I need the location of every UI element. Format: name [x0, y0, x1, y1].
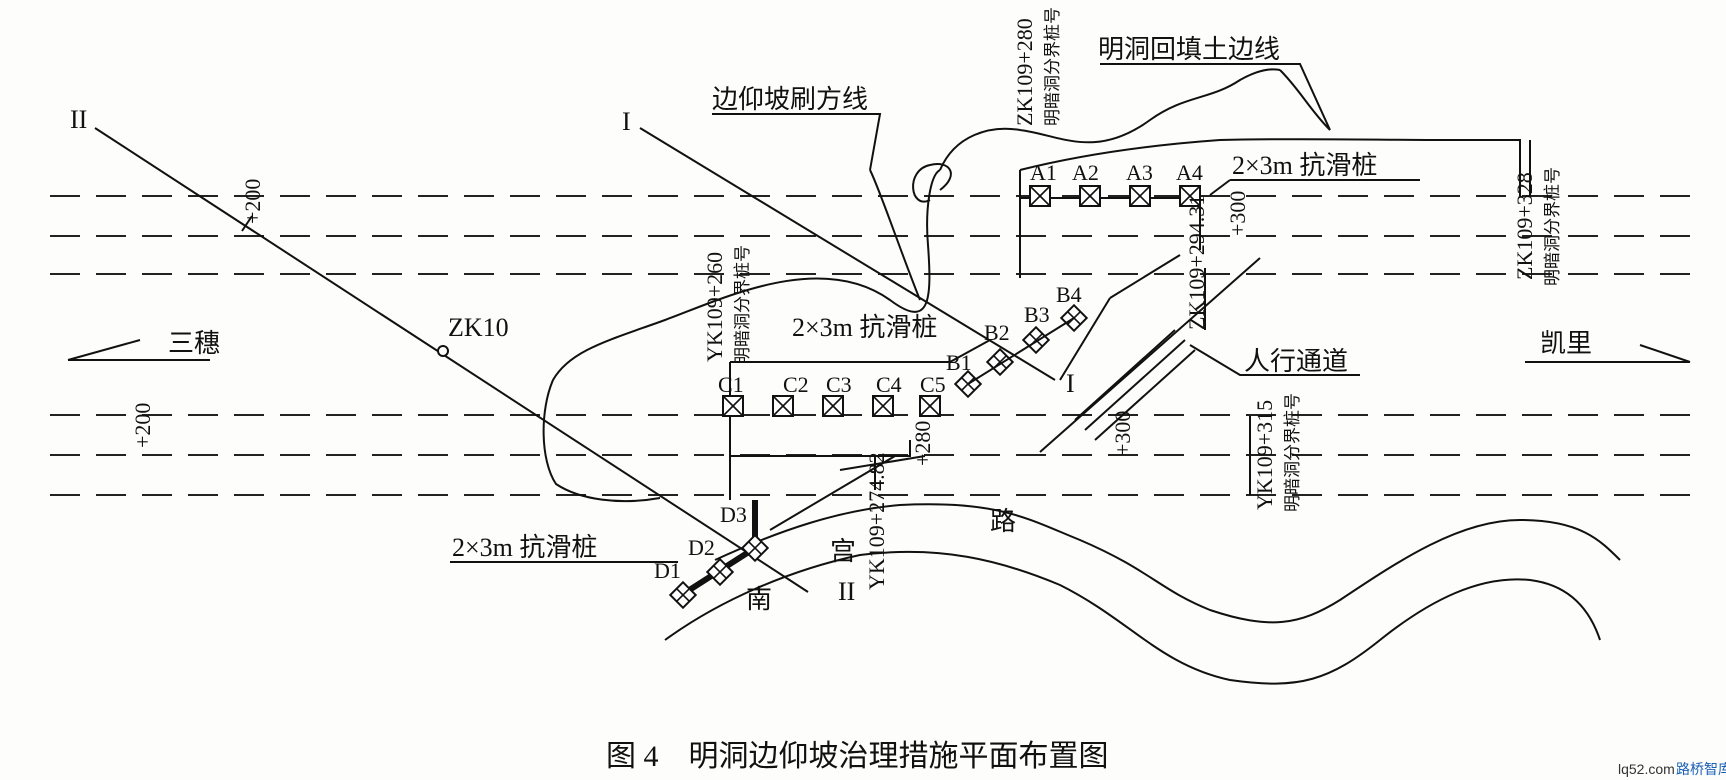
label-pile-c: 2×3m 抗滑桩	[792, 313, 937, 342]
label-b2: B2	[984, 320, 1010, 345]
road-edge-line	[769, 455, 926, 531]
label-pile-a: 2×3m 抗滑桩	[1232, 151, 1377, 180]
label-road-lu: 路	[990, 507, 1016, 536]
station-zk-280: ZK109+280	[1012, 18, 1037, 126]
station-plus200-a: +200	[240, 179, 265, 224]
pile-a4	[1179, 185, 1201, 207]
pile-c5	[919, 395, 941, 417]
label-c2: C2	[783, 372, 809, 397]
arrow-to-kaili	[1525, 344, 1691, 363]
label-road-gong: 宫	[830, 537, 856, 566]
label-d3: D3	[720, 502, 747, 527]
label-section-ii-end: II	[838, 577, 855, 606]
section-line-i	[639, 127, 1056, 381]
road-upper-edge	[714, 503, 1621, 624]
label-walkway: 人行通道	[1244, 347, 1348, 376]
label-kaili: 凯里	[1540, 329, 1592, 358]
leader-backfill	[1100, 63, 1331, 131]
station-plus300-b: +300	[1110, 411, 1135, 456]
pile-d2	[705, 557, 735, 587]
pile-a1	[1029, 185, 1051, 207]
station-plus200-b: +200	[130, 403, 155, 448]
slope-cut-outline	[542, 68, 1281, 503]
label-section-i-end: I	[1066, 369, 1075, 398]
pile-b3	[1021, 325, 1051, 355]
station-zk-280-sub: 明暗洞分界桩号	[1043, 7, 1062, 126]
label-sansui: 三穗	[168, 329, 220, 358]
watermark-site: lq52.com	[1618, 761, 1675, 777]
zk10-marker	[437, 345, 449, 357]
label-a2: A2	[1072, 160, 1099, 185]
label-d2: D2	[688, 535, 715, 560]
watermark-brand: 路桥智库	[1676, 761, 1726, 777]
pile-c4	[872, 395, 894, 417]
label-a4: A4	[1176, 160, 1203, 185]
slope-cut-line	[869, 169, 921, 301]
leader-slope	[712, 113, 882, 171]
pile-c2	[772, 395, 794, 417]
station-plus300-a: +300	[1225, 191, 1250, 236]
tunnel-axis-dashed-lines	[50, 195, 1700, 496]
station-plus280: +280	[910, 421, 935, 466]
pile-c3	[822, 395, 844, 417]
station-yk-274: YK109+274.82	[864, 452, 889, 590]
station-zk-328-sub: 明暗洞分界桩号	[1543, 167, 1562, 286]
section-line-ii	[94, 127, 809, 593]
figure-caption: 图 4 明洞边仰坡治理措施平面布置图	[606, 740, 1109, 773]
label-slope-line: 边仰坡刷方线	[712, 85, 868, 114]
station-yk-315: YK109+315	[1252, 400, 1277, 510]
label-a3: A3	[1126, 160, 1153, 185]
label-c3: C3	[826, 372, 852, 397]
station-yk-260: YK109+260	[702, 252, 727, 362]
b-row-axis	[967, 317, 1075, 385]
walkway-hatch	[1074, 329, 1176, 421]
label-c1: C1	[718, 372, 744, 397]
backfill-boundary	[1019, 69, 1521, 196]
label-section-i: I	[622, 107, 631, 136]
station-yk-315-sub: 明暗洞分界桩号	[1283, 393, 1302, 512]
station-tick	[241, 215, 253, 232]
pile-d1	[668, 580, 698, 610]
label-b3: B3	[1024, 302, 1050, 327]
station-zk-328: ZK109+328	[1512, 172, 1537, 280]
label-backfill-edge: 明洞回填土边线	[1098, 35, 1280, 64]
pile-a2	[1079, 185, 1101, 207]
pile-d3	[740, 533, 770, 563]
label-c5: C5	[920, 372, 946, 397]
walkway-leader	[1189, 344, 1360, 376]
slope-cut-loop	[912, 163, 952, 203]
label-zk10: ZK10	[448, 313, 509, 342]
station-zk-294: ZK109+294.31	[1184, 195, 1209, 330]
leader-pile-a	[1209, 179, 1420, 196]
label-pile-d: 2×3m 抗滑桩	[452, 533, 597, 562]
label-section-ii: II	[70, 105, 87, 134]
arrow-to-sansui	[67, 339, 210, 361]
label-d1: D1	[654, 558, 681, 583]
label-c4: C4	[876, 372, 902, 397]
station-yk-260-sub: 明暗洞分界桩号	[733, 245, 752, 364]
label-b1: B1	[946, 350, 972, 375]
walkway-hatch	[1084, 339, 1186, 431]
walkway-hatch	[1094, 349, 1196, 441]
label-a1: A1	[1030, 160, 1057, 185]
pile-a3	[1129, 185, 1151, 207]
pile-c1	[722, 395, 744, 417]
label-road-nan: 南	[746, 585, 772, 614]
road-lower-edge	[664, 550, 1601, 685]
label-b4: B4	[1056, 282, 1082, 307]
